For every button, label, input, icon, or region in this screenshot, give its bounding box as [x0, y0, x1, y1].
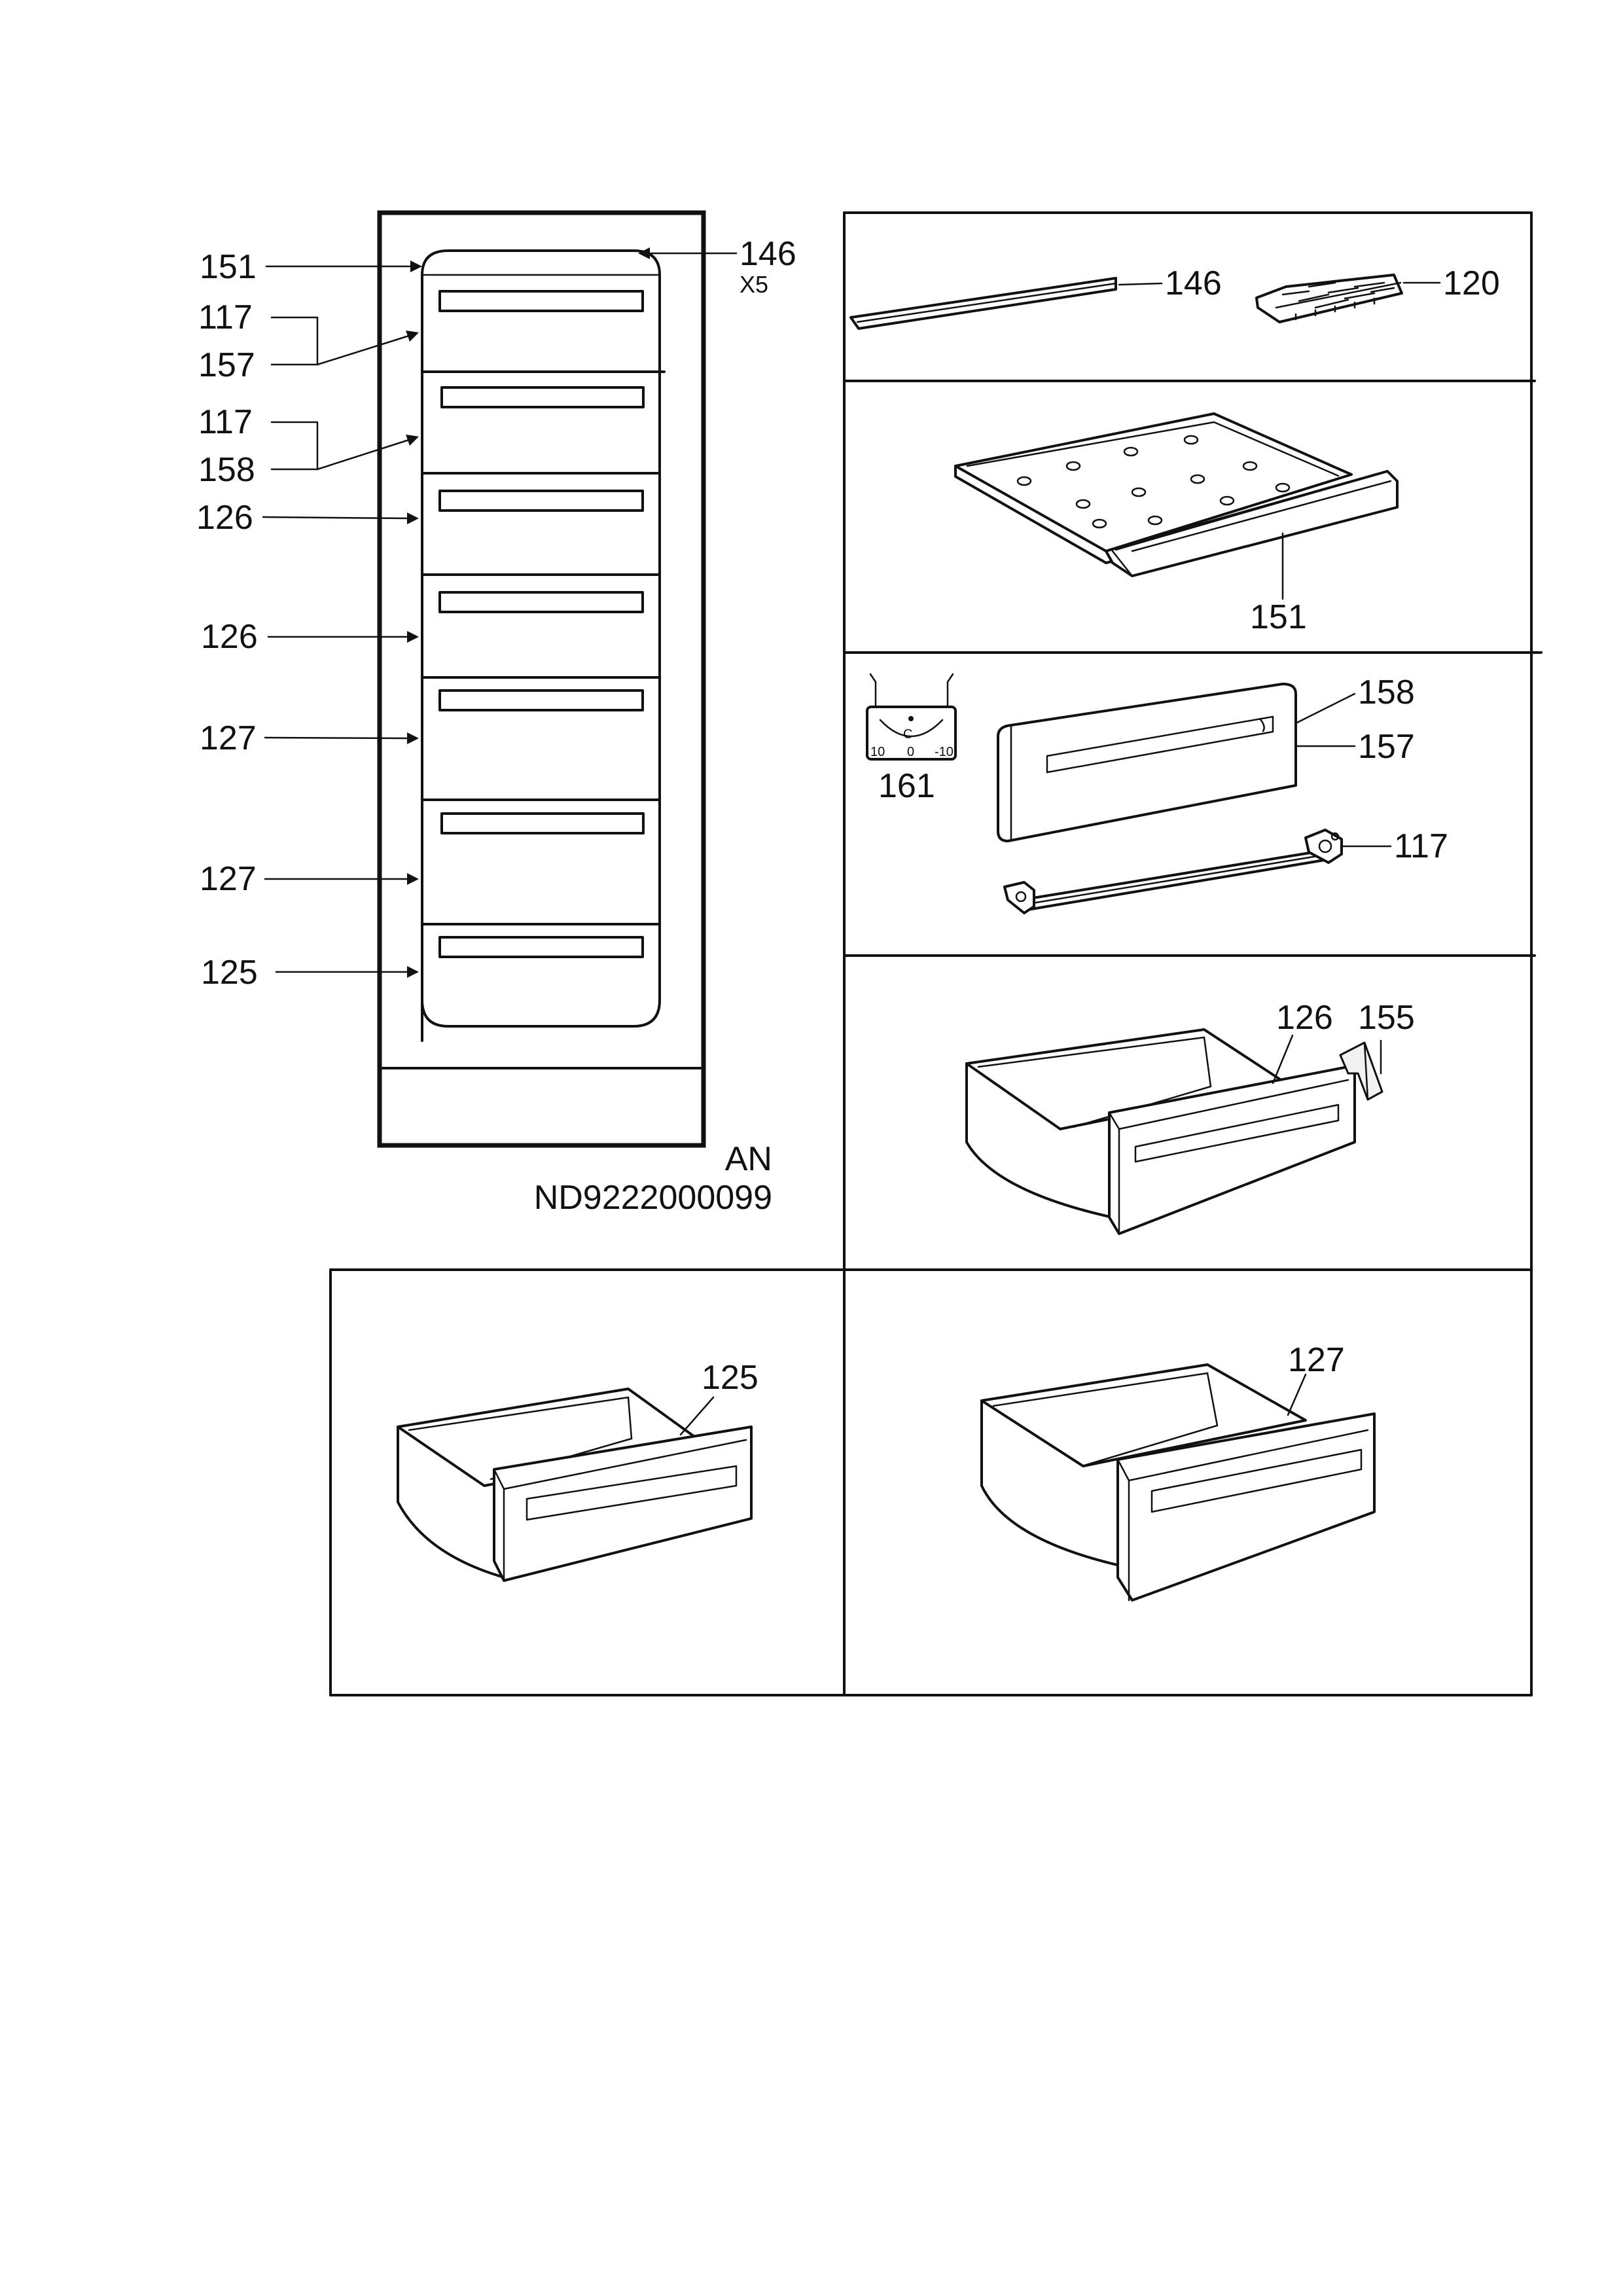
callout-157: 157 — [198, 346, 255, 384]
part-label-127: 127 — [1288, 1341, 1345, 1379]
drawer-126-drawing — [965, 1028, 1356, 1235]
drawer-dividers — [421, 370, 666, 925]
panel-strip-and-ice-tray: 146 120 — [849, 264, 1500, 330]
callout-146-quantity: X5 — [740, 271, 768, 298]
drawer-127-drawing — [980, 1363, 1376, 1602]
part-label-125: 125 — [702, 1359, 758, 1397]
door-outline — [421, 249, 661, 1042]
panel-grid — [329, 211, 1543, 1696]
part-label-158: 158 — [1358, 673, 1415, 711]
leader-126 — [1272, 1034, 1294, 1085]
drawer-handles — [438, 290, 645, 958]
part-label-157: 157 — [1358, 728, 1415, 766]
leader-158 — [1294, 692, 1356, 725]
callout-158: 158 — [198, 451, 255, 489]
part-label-155: 155 — [1358, 999, 1415, 1037]
callout-125: 125 — [201, 954, 258, 992]
rail-117-drawing — [1003, 829, 1343, 914]
thermometer-unit: C — [903, 727, 912, 742]
panel-front-and-rail: C 10 0 -10 161 158 157 117 — [866, 673, 1448, 914]
leader-125 — [679, 1396, 715, 1436]
freezer-overview: 151 146 X5 117 157 117 158 126 126 127 1… — [196, 210, 796, 1217]
callout-146: 146 — [740, 235, 796, 273]
drawer-front-158-157-drawing — [997, 683, 1297, 842]
drawing-number: ND9222000099 — [534, 1179, 772, 1217]
overview-labels: 151 146 X5 117 157 117 158 126 126 127 1… — [196, 235, 796, 992]
panel-drawer-126: 126 155 — [965, 999, 1415, 1235]
callout-151: 151 — [200, 248, 257, 286]
callout-117-upper: 117 — [198, 298, 253, 336]
part-label-126: 126 — [1276, 999, 1333, 1037]
variant-code: AN — [725, 1140, 772, 1178]
part-label-161: 161 — [878, 767, 935, 805]
leader-127 — [1287, 1373, 1307, 1416]
leader-146 — [1118, 282, 1163, 286]
ice-tray-120-drawing — [1255, 274, 1403, 323]
part-label-151: 151 — [1250, 598, 1307, 636]
callout-117-lower: 117 — [198, 403, 253, 441]
callout-126-upper: 126 — [196, 499, 253, 537]
part-label-146: 146 — [1165, 264, 1222, 302]
callout-126-lower: 126 — [201, 618, 258, 656]
shelf-151-drawing — [954, 412, 1399, 577]
overview-leaders — [262, 247, 738, 978]
thermometer-scale-10: 10 — [870, 745, 885, 759]
part-label-117: 117 — [1394, 827, 1448, 865]
part-label-120: 120 — [1443, 264, 1500, 302]
panel-drawer-125: 125 — [397, 1359, 758, 1582]
panel-shelf: 151 — [954, 412, 1399, 636]
strip-146-drawing — [849, 277, 1117, 330]
cabinet-outline — [377, 210, 706, 1148]
panel-drawer-127: 127 — [980, 1341, 1376, 1602]
shelf-studs — [1016, 435, 1291, 529]
callout-127-upper: 127 — [200, 719, 257, 757]
thermometer-scale-0: 0 — [907, 745, 914, 759]
clip-155-drawing — [1339, 1041, 1383, 1101]
thermometer-scale-minus10: -10 — [935, 745, 954, 759]
thermometer-161-drawing: C 10 0 -10 — [866, 673, 957, 761]
drawer-125-drawing — [397, 1388, 753, 1582]
callout-127-lower: 127 — [200, 860, 257, 898]
